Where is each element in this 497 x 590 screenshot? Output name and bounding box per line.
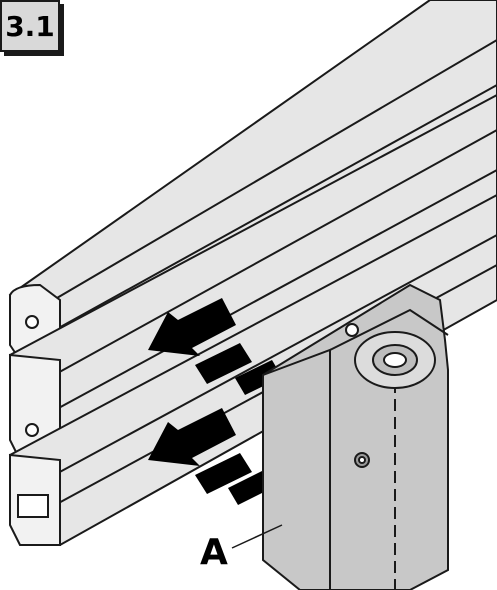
callout-leader-line xyxy=(231,524,283,549)
upper-rail xyxy=(8,0,497,362)
part-a-clamp xyxy=(262,283,449,590)
step-number-text: 3.1 xyxy=(5,9,55,43)
part-callout-label: A xyxy=(200,532,228,573)
middle-rail xyxy=(8,93,497,462)
step-number-badge: 3.1 xyxy=(0,0,60,52)
insert-arrow-lower xyxy=(148,408,272,505)
insert-arrow-upper xyxy=(148,298,282,395)
